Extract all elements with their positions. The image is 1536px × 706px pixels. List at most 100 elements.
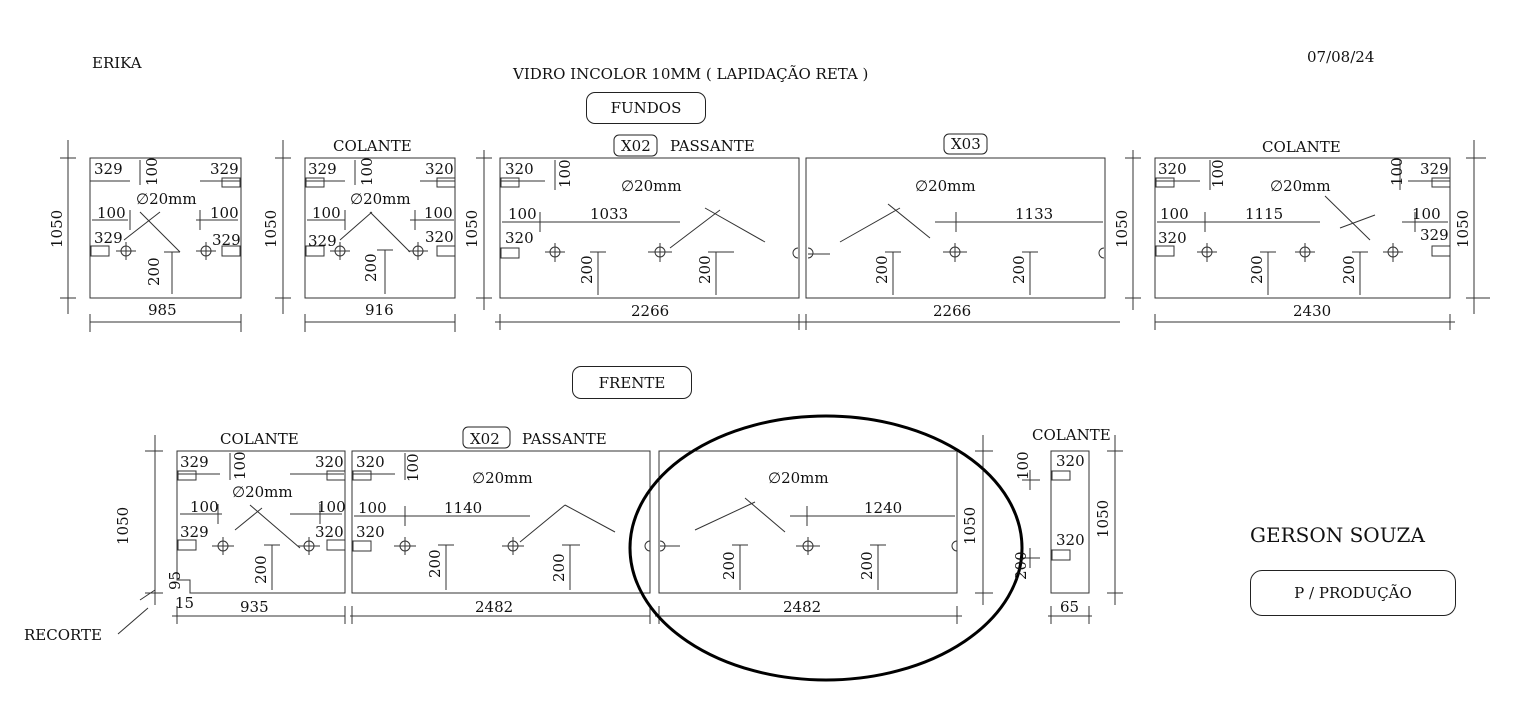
fundos-p3-height-line	[476, 150, 492, 310]
frente-panel-2-outline	[351, 450, 651, 594]
svg-text:329: 329	[1420, 226, 1449, 244]
svg-text:320: 320	[356, 523, 385, 541]
fundos-p4-width-line	[801, 314, 1120, 330]
svg-text:1050: 1050	[114, 507, 132, 545]
svg-text:2430: 2430	[1293, 302, 1331, 320]
frente-p1-label: COLANTE	[220, 430, 299, 448]
fundos-panel-1-outline	[89, 157, 242, 299]
client-name: ERIKA	[92, 54, 142, 72]
svg-text:1115: 1115	[1245, 205, 1283, 223]
fundos-p5-label: COLANTE	[1262, 138, 1341, 156]
svg-text:329: 329	[308, 160, 337, 178]
svg-text:100: 100	[210, 204, 239, 222]
svg-text:200: 200	[720, 551, 738, 580]
fundos-p4-height-line	[1125, 150, 1141, 310]
svg-text:329: 329	[308, 232, 337, 250]
svg-text:200: 200	[858, 551, 876, 580]
svg-text:∅20mm: ∅20mm	[350, 190, 411, 208]
svg-text:200: 200	[362, 253, 380, 282]
fundos-panel-2-outline	[304, 157, 456, 299]
svg-text:1140: 1140	[444, 499, 482, 517]
svg-text:100: 100	[508, 205, 537, 223]
svg-text:1050: 1050	[1113, 210, 1131, 248]
svg-text:100: 100	[312, 204, 341, 222]
svg-text:∅20mm: ∅20mm	[768, 469, 829, 487]
svg-text:1050: 1050	[463, 210, 481, 248]
svg-text:∅20mm: ∅20mm	[136, 190, 197, 208]
svg-text:916: 916	[365, 301, 394, 319]
svg-text:1240: 1240	[864, 499, 902, 517]
frente-p4-label: COLANTE	[1032, 426, 1111, 444]
svg-text:100: 100	[190, 498, 219, 516]
svg-text:X02: X02	[621, 137, 651, 155]
svg-text:200: 200	[873, 255, 891, 284]
svg-text:1050: 1050	[1094, 500, 1112, 538]
svg-text:∅20mm: ∅20mm	[232, 483, 293, 501]
svg-text:329: 329	[210, 160, 239, 178]
svg-text:200: 200	[1010, 255, 1028, 284]
svg-text:320: 320	[425, 160, 454, 178]
svg-text:∅20mm: ∅20mm	[621, 177, 682, 195]
svg-text:320: 320	[315, 523, 344, 541]
author-name: GERSON SOUZA	[1250, 523, 1425, 547]
svg-text:∅20mm: ∅20mm	[472, 469, 533, 487]
svg-text:200: 200	[550, 553, 568, 582]
status-box: P / PRODUÇÃO	[1250, 570, 1456, 616]
frente-panel-4-outline	[1050, 450, 1090, 594]
svg-text:200: 200	[1340, 255, 1358, 284]
svg-text:100: 100	[97, 204, 126, 222]
svg-text:1033: 1033	[590, 205, 628, 223]
svg-text:1133: 1133	[1015, 205, 1053, 223]
svg-text:320: 320	[1056, 531, 1085, 549]
fundos-p2-width-line	[304, 314, 456, 332]
frente-panel-3-outline	[658, 450, 958, 594]
svg-text:320: 320	[315, 453, 344, 471]
svg-text:935: 935	[240, 598, 269, 616]
svg-text:15: 15	[175, 594, 194, 612]
fundos-p1-width-line	[89, 314, 242, 332]
fundos-p2-label: COLANTE	[333, 137, 412, 155]
svg-text:100: 100	[1412, 205, 1441, 223]
svg-text:320: 320	[505, 229, 534, 247]
section-fundos-label: FUNDOS	[586, 92, 706, 124]
svg-text:X02: X02	[470, 430, 500, 448]
svg-text:100: 100	[424, 204, 453, 222]
svg-text:329: 329	[1420, 160, 1449, 178]
svg-text:1050: 1050	[262, 210, 280, 248]
svg-text:320: 320	[505, 160, 534, 178]
svg-text:320: 320	[356, 453, 385, 471]
svg-text:100: 100	[556, 159, 574, 188]
svg-text:2266: 2266	[631, 302, 669, 320]
fundos-p1-height: 1050	[48, 210, 66, 248]
fundos-panel-3-outline	[499, 157, 800, 299]
material-title: VIDRO INCOLOR 10MM ( LAPIDAÇÃO RETA )	[513, 65, 869, 83]
svg-text:100: 100	[1209, 159, 1227, 188]
svg-text:200: 200	[1012, 551, 1030, 580]
svg-text:100: 100	[358, 157, 376, 186]
fundos-p1-height-line	[60, 140, 76, 314]
frente-p2-label: PASSANTE	[522, 430, 607, 448]
svg-text:65: 65	[1060, 598, 1079, 616]
fundos-p1-width: 985	[148, 301, 177, 319]
svg-text:329: 329	[94, 160, 123, 178]
svg-text:X03: X03	[951, 135, 981, 153]
svg-text:100: 100	[358, 499, 387, 517]
fundos-panel-5-outline	[1154, 157, 1451, 299]
svg-text:95: 95	[166, 571, 184, 590]
svg-text:1050: 1050	[1454, 210, 1472, 248]
svg-text:100: 100	[231, 451, 249, 480]
fundos-p3-label: PASSANTE	[670, 137, 755, 155]
svg-text:100: 100	[317, 498, 346, 516]
svg-text:320: 320	[1056, 452, 1085, 470]
fundos-p5-width-line	[1154, 314, 1455, 330]
svg-text:200: 200	[145, 257, 163, 286]
cutout-label: RECORTE	[24, 626, 103, 644]
section-frente-label: FRENTE	[572, 366, 692, 399]
svg-text:320: 320	[425, 228, 454, 246]
svg-text:200: 200	[696, 255, 714, 284]
svg-text:100: 100	[143, 157, 161, 186]
svg-text:2266: 2266	[933, 302, 971, 320]
fundos-p3-width-line	[495, 314, 801, 330]
svg-text:329: 329	[180, 453, 209, 471]
